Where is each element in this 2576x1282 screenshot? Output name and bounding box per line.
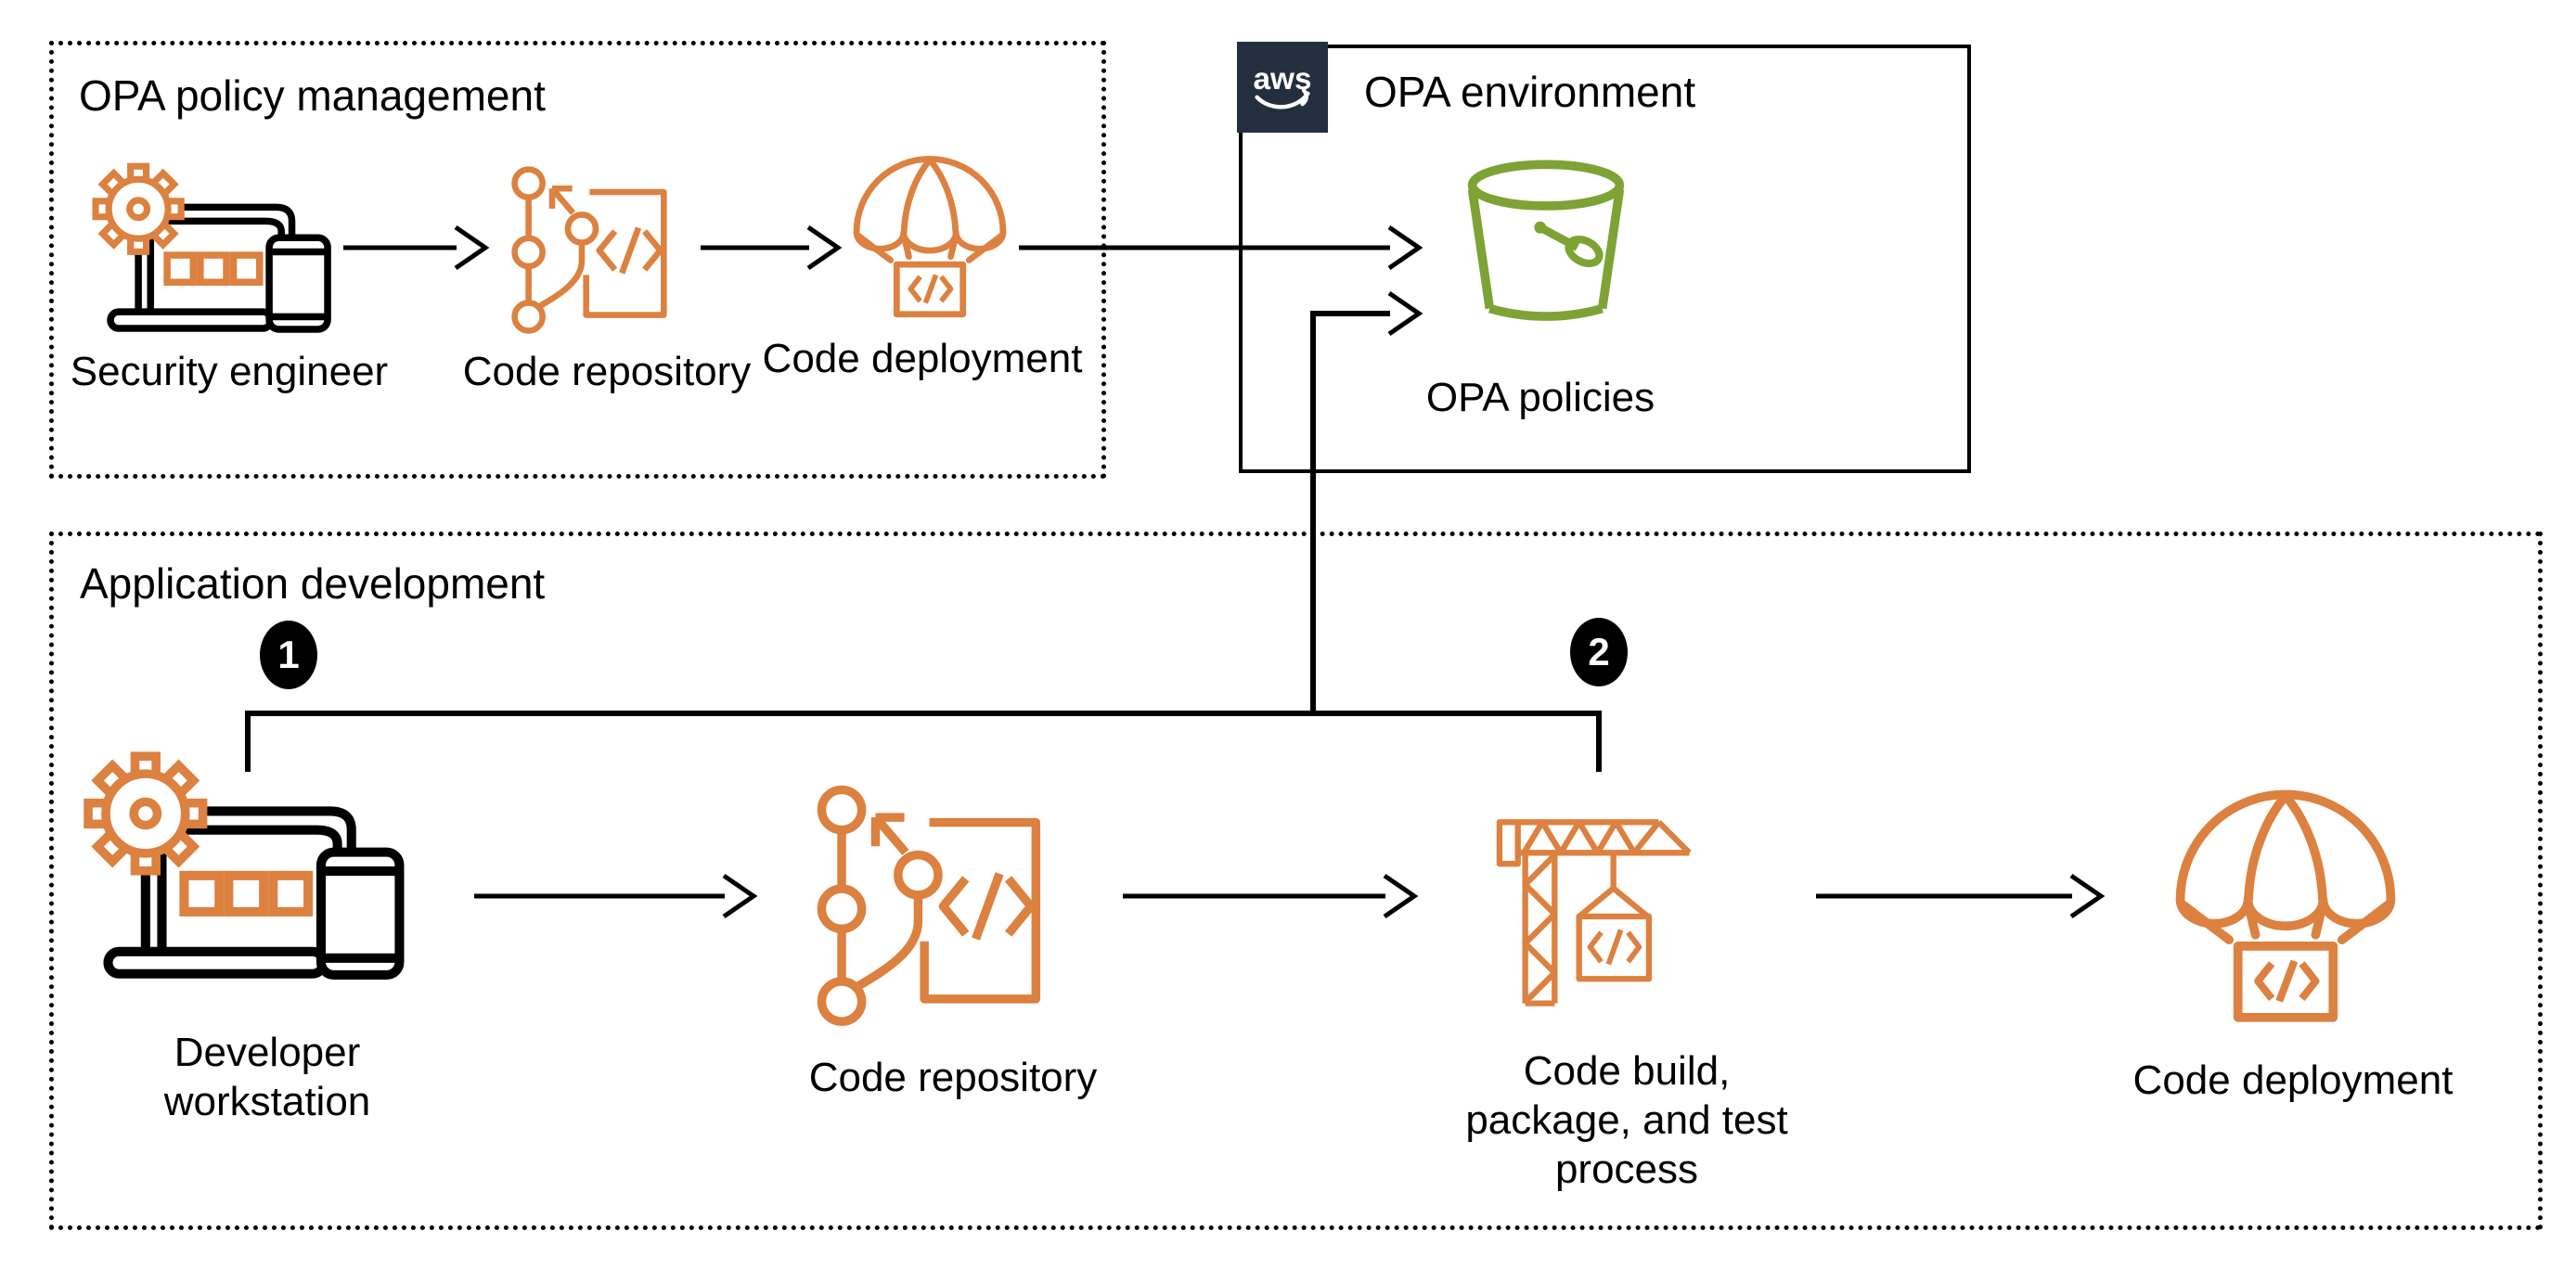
developer-workstation-icon: [89, 760, 401, 975]
code-build-label-line3: process: [1554, 1147, 1699, 1192]
aws-smile-icon: [1255, 88, 1310, 109]
opa-policies-label: OPA policies: [1425, 375, 1655, 420]
code-deployment-policy-label: Code deployment: [762, 336, 1083, 381]
connector-workstation-to-build-process: [245, 711, 1602, 772]
application-development-group: [49, 532, 2543, 1230]
developer-workstation-label: Developer workstation: [164, 1028, 371, 1126]
arrow-security-engineer-to-code-repository: [343, 224, 490, 271]
code-build-label-line2: package, and test: [1465, 1097, 1788, 1143]
arrow-code-deployment-to-opa-policies: [1019, 224, 1423, 271]
security-engineer-label: Security engineer: [70, 349, 389, 394]
opa-environment-group: [1239, 45, 1971, 473]
step-badge-2-number: 2: [1588, 630, 1610, 673]
code-deployment-app-label: Code deployment: [2132, 1058, 2454, 1103]
aws-logo-background: [1237, 42, 1328, 133]
code-build-crane-icon: [1492, 787, 1737, 1032]
aws-logo: aws: [1237, 42, 1328, 133]
code-deployment-app-icon: [2160, 782, 2411, 1032]
arrow-workstation-to-code-repository: [474, 873, 758, 919]
code-repository-policy-label: Code repository: [462, 349, 752, 394]
code-deployment-policy-icon: [843, 150, 1017, 325]
application-development-title: Application development: [80, 559, 546, 608]
arrow-code-repository-to-code-deployment: [701, 224, 843, 271]
code-build-label: Code build, package, and test process: [1465, 1046, 1787, 1194]
step-badge-1: 1: [260, 621, 317, 689]
arrow-code-repository-to-code-build: [1123, 873, 1419, 919]
opa-policies-bucket-icon: [1462, 160, 1630, 328]
code-repository-app-icon: [813, 781, 1063, 1032]
arrow-code-build-to-code-deployment: [1816, 873, 2106, 919]
developer-workstation-label-line2: workstation: [163, 1079, 371, 1124]
step-badge-1-number: 1: [277, 633, 300, 676]
code-repository-app-label: Code repository: [808, 1055, 1098, 1100]
code-build-label-line1: Code build,: [1523, 1048, 1731, 1094]
connector-pipeline-to-opa-policies: [1310, 290, 1423, 713]
opa-policy-management-group: [49, 41, 1106, 479]
developer-workstation-label-line1: Developer: [174, 1030, 361, 1075]
step-badge-2: 2: [1570, 618, 1628, 686]
security-engineer-icon: [97, 169, 328, 329]
opa-policy-management-title: OPA policy management: [79, 71, 546, 120]
opa-environment-title: OPA environment: [1364, 68, 1696, 116]
code-repository-policy-icon: [509, 163, 683, 338]
